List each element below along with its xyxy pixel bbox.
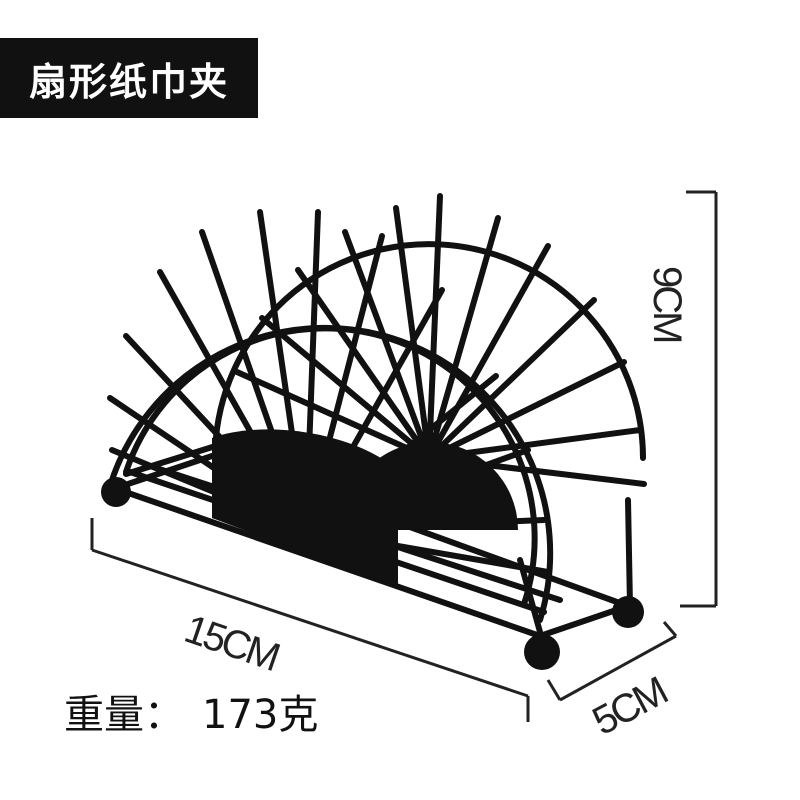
product-title: 扇形纸巾夹 [28,59,229,104]
height-dimension-line [680,190,718,608]
ball-feet [101,477,644,670]
weight-info: 重量： 173克 [64,682,318,740]
depth-dimension-label: 5CM [586,669,674,744]
width-dimension-line [90,518,530,722]
front-fan-center-disk [212,429,398,588]
weight-label: 重量： [64,692,184,738]
depth-dimension-line [546,621,678,702]
height-dimension-label: 9CM [645,266,689,342]
weight-value: 173克 [202,692,319,738]
title-banner: 扇形纸巾夹 [0,38,258,118]
width-dimension-label: 15CM [179,607,284,680]
